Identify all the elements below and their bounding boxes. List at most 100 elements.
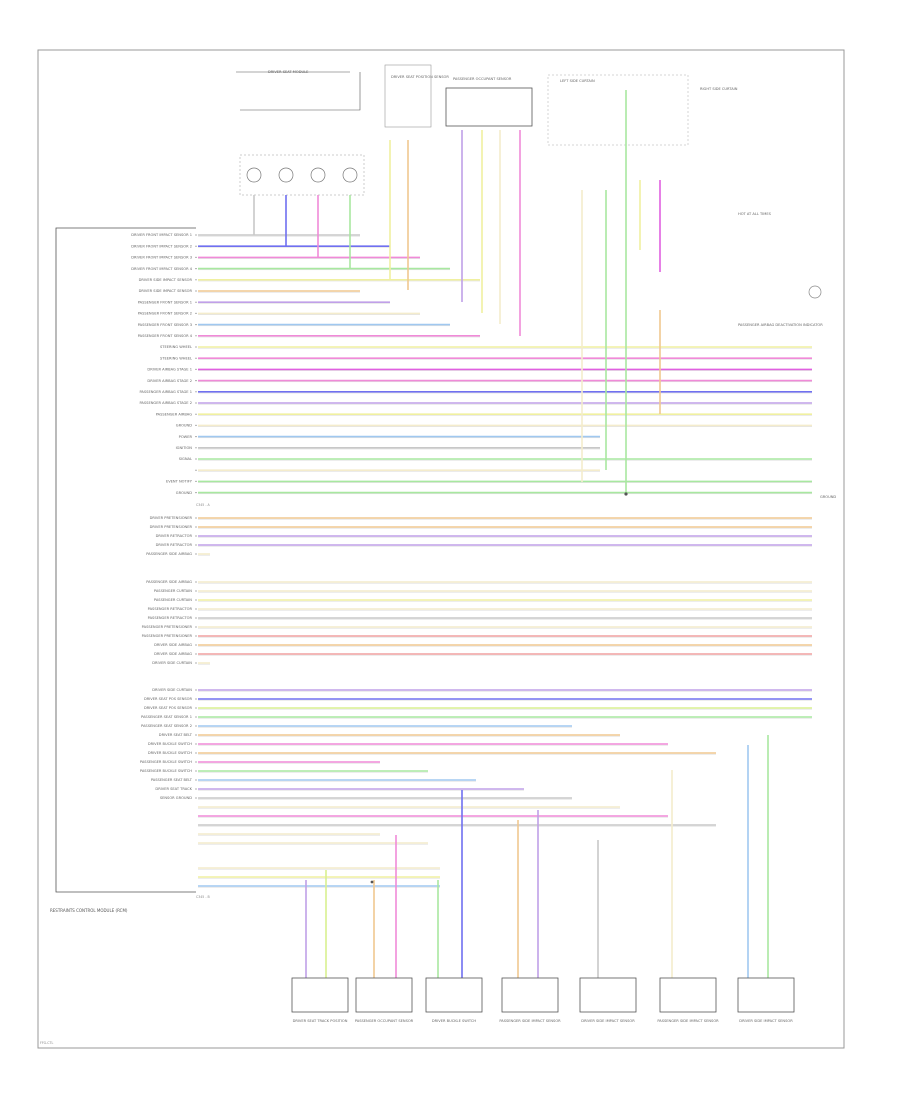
pin-dot (195, 268, 197, 270)
pin-dot (195, 391, 197, 393)
pin-label: PASSENGER CURTAIN (154, 589, 192, 593)
pin-dot (195, 312, 197, 314)
pin-label: DRIVER BUCKLE SWITCH (148, 742, 192, 746)
bottom-component-label: PASSENGER SIDE IMPACT SENSOR (657, 1019, 719, 1023)
bottom-component-box (355, 977, 413, 1013)
pin-label: PASSENGER RETRACTOR (148, 607, 193, 611)
top-label-occ: DRIVER SEAT POSITION SENSOR (391, 75, 449, 79)
pin-label: PASSENGER PRETENSIONER (142, 634, 193, 638)
pin-label: DRIVER BUCKLE SWITCH (148, 751, 192, 755)
pin-dot (195, 234, 197, 236)
pin-dot (195, 752, 197, 754)
pin-label: DRIVER SIDE AIRBAG (154, 652, 192, 656)
pin-label: DRIVER AIRBAG STAGE 1 (147, 368, 192, 372)
pin-label: DRIVER SIDE CURTAIN (152, 688, 192, 692)
pin-dot (195, 535, 197, 537)
pin-dot (195, 599, 197, 601)
pin-dot (195, 581, 197, 583)
pin-label: PASSENGER BUCKLE SWITCH (140, 769, 192, 773)
bottom-component-label: PASSENGER SIDE IMPACT SENSOR (499, 1019, 561, 1023)
top-label-left-curtain: LEFT SIDE CURTAIN (560, 79, 595, 83)
pin-dot (195, 436, 197, 438)
diagram-frame (37, 49, 845, 1049)
pin-dot (195, 617, 197, 619)
pin-dot (195, 725, 197, 727)
pin-dot (195, 492, 197, 494)
pin-dot (195, 402, 197, 404)
pin-label: PASSENGER SEAT BELT (151, 778, 193, 782)
pin-dot (195, 770, 197, 772)
pin-label: PASSENGER FRONT SENSOR 4 (138, 334, 193, 338)
pin-label: PASSENGER SIDE AIRBAG (146, 552, 192, 556)
indicator-lamp-icon (808, 285, 822, 299)
pin-label: DRIVER FRONT IMPACT SENSOR 4 (131, 267, 192, 271)
pin-label: PASSENGER PRETENSIONER (142, 625, 193, 629)
pin-label: DRIVER SEAT BELT (159, 733, 193, 737)
pin-dot (195, 357, 197, 359)
pin-label: PASSENGER SIDE AIRBAG (146, 580, 192, 584)
pin-dot (195, 335, 197, 337)
pin-label: PASSENGER FRONT SENSOR 1 (138, 300, 192, 304)
bottom-component-layer: DRIVER SEAT TRACK POSITION PASSENGER OCCU… (291, 977, 795, 1023)
pin-dot (195, 447, 197, 449)
pin-dot (195, 526, 197, 528)
pin-label: PASSENGER AIRBAG STAGE 1 (140, 390, 193, 394)
pin-dot (195, 797, 197, 799)
note-hot: HOT AT ALL TIMES (738, 212, 772, 216)
bottom-component-label: DRIVER SEAT TRACK POSITION (293, 1019, 348, 1023)
rcm-bracket (55, 227, 196, 893)
pin-dot (195, 707, 197, 709)
pin-label: IGNITION (176, 446, 193, 450)
pin-label: PASSENGER AIRBAG STAGE 2 (140, 401, 193, 405)
pin-label: PASSENGER CURTAIN (154, 598, 192, 602)
pin-label: DRIVER AIRBAG STAGE 2 (147, 379, 192, 383)
connector-b-label: C345 - B (196, 895, 210, 899)
pin-dot (195, 368, 197, 370)
pin-label: GROUND (176, 491, 192, 495)
pin-label: DRIVER SEAT POS SENSOR (144, 706, 193, 710)
pin-label: STEERING WHEEL (160, 356, 192, 360)
pin-dot (195, 279, 197, 281)
pin-dot (195, 644, 197, 646)
pin-label: SENSOR GROUND (160, 796, 192, 800)
pin-label: DRIVER RETRACTOR (156, 543, 193, 547)
pin-dot (195, 517, 197, 519)
pin-dot (195, 256, 197, 258)
pin-dot (195, 480, 197, 482)
pin-label: DRIVER PRETENSIONER (150, 525, 193, 529)
pin-dot (195, 245, 197, 247)
bottom-component-box (579, 977, 637, 1013)
pin-dot (195, 324, 197, 326)
pin-dot (195, 413, 197, 415)
bottom-component-box (501, 977, 559, 1013)
pin-dot (195, 626, 197, 628)
splice-dot (370, 880, 374, 884)
pin-label: POWER (179, 435, 193, 439)
pin-label: DRIVER SIDE IMPACT SENSOR (139, 289, 193, 293)
sensor-2-icon (278, 167, 294, 183)
bottom-component-box (425, 977, 483, 1013)
pin-label: STEERING WHEEL (160, 345, 192, 349)
pin-label: PASSENGER FRONT SENSOR 3 (138, 323, 192, 327)
pin-dot (195, 635, 197, 637)
pin-label: DRIVER SIDE IMPACT SENSOR (139, 278, 193, 282)
bottom-component-box (659, 977, 717, 1013)
pin-label: DRIVER SIDE CURTAIN (152, 661, 192, 665)
pin-label: DRIVER SIDE AIRBAG (154, 643, 192, 647)
pin-label: DRIVER SEAT TRACK (155, 787, 192, 791)
bottom-component-label: DRIVER SIDE IMPACT SENSOR (581, 1019, 635, 1023)
pin-label: DRIVER SEAT POS SENSOR (144, 697, 193, 701)
pin-dot (195, 734, 197, 736)
pin-label: EVENT NOTIFY (166, 480, 193, 484)
bottom-component-box (291, 977, 349, 1013)
bottom-component-label: PASSENGER OCCUPANT SENSOR (355, 1019, 414, 1023)
pin-dot (195, 716, 197, 718)
pin-dot (195, 469, 197, 471)
bottom-component-label: DRIVER SIDE IMPACT SENSOR (739, 1019, 793, 1023)
pin-label: DRIVER PRETENSIONER (150, 516, 193, 520)
splice-dot (624, 492, 628, 496)
pin-dot (195, 380, 197, 382)
note-ground: GROUND (820, 495, 836, 499)
